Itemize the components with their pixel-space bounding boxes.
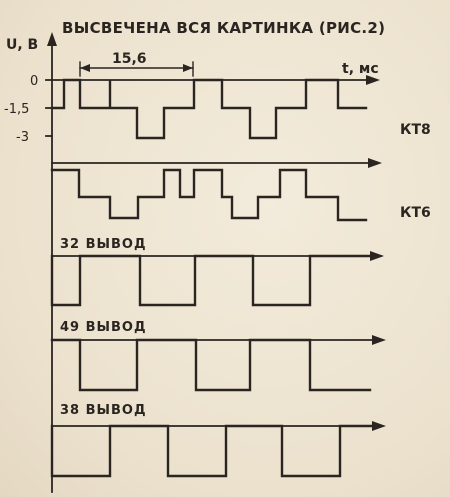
time-axis-label: t, мс [342,61,379,77]
kt6-label: КТ6 [400,205,431,221]
pin38-label: 38 ВЫВОД [60,403,147,418]
pin32-label: 32 ВЫВОД [60,237,147,252]
period-arrow-right [183,64,193,72]
pin49-axis-arrow [372,335,386,345]
kt8-axis-arrow [366,75,380,85]
period-arrow-left [80,64,90,72]
pin49-waveform [50,338,372,392]
pin38-axis-arrow [372,421,386,431]
kt8-waveform [50,78,368,140]
pin38-waveform [50,424,374,478]
y-axis-arrow [47,32,57,46]
y-tick-label-1-5: -1,5 [4,102,29,117]
period-label: 15,6 [112,51,147,67]
y-tick-label-3: -3 [16,130,29,145]
pin32-waveform [50,254,374,307]
kt8-label: КТ8 [400,122,431,138]
pin32-axis-arrow [370,251,384,261]
figure-title: ВЫСВЕЧЕНА ВСЯ КАРТИНКА (РИС.2) [62,19,385,37]
pin49-label: 49 ВЫВОД [60,320,147,335]
kt6-axis-arrow [368,158,382,168]
y-axis-label: U, В [6,37,38,53]
y-tick-label-0: 0 [30,74,38,89]
kt6-waveform [50,168,368,222]
